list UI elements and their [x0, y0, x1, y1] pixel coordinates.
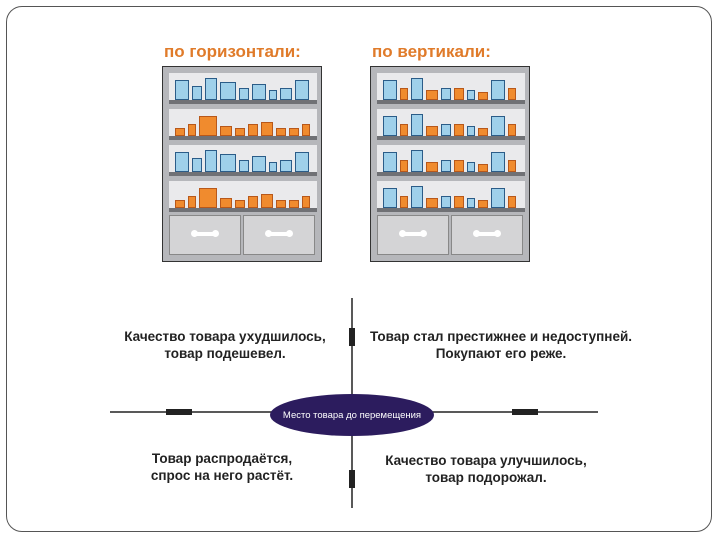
quadrant-bottom-left: Товар распродаётся, спрос на него растёт…: [124, 450, 320, 484]
quadrant-top-left: Качество товара ухудшилось, товар подеше…: [112, 328, 338, 362]
quadrant-line: Качество товара ухудшилось,: [112, 328, 338, 345]
quadrant-line: Товар распродаётся,: [124, 450, 320, 467]
axis-marker-bottom: [349, 470, 355, 488]
quadrant-bottom-right: Качество товара улучшилось, товар подоро…: [370, 452, 602, 486]
quadrant-line: спрос на него растёт.: [124, 467, 320, 484]
quadrant-line: Товар стал престижнее и недоступней.: [360, 328, 642, 345]
center-label: Место товара до перемещения: [270, 394, 434, 436]
axis-marker-top: [349, 328, 355, 346]
axis-marker-right: [512, 409, 538, 415]
axis-marker-left: [166, 409, 192, 415]
quadrant-line: Покупают его реже.: [360, 345, 642, 362]
quadrant-line: товар подорожал.: [370, 469, 602, 486]
quadrant-top-right: Товар стал престижнее и недоступней. Пок…: [360, 328, 642, 362]
quadrant-line: товар подешевел.: [112, 345, 338, 362]
quadrant-line: Качество товара улучшилось,: [370, 452, 602, 469]
